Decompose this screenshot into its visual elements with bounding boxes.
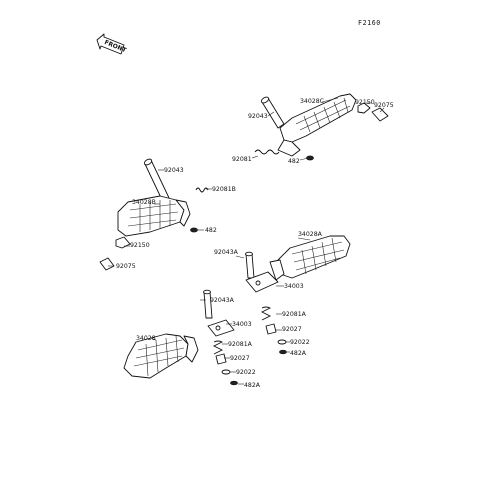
- footpeg-34028b: [117, 195, 191, 237]
- front-arrow-icon: FRONT: [96, 33, 128, 54]
- pin-92043-left: [143, 158, 171, 205]
- label-92150-left: 92150: [130, 242, 150, 249]
- clip-482-left: [190, 227, 198, 233]
- label-92075-left: 92075: [116, 263, 136, 270]
- label-92043-left: 92043: [164, 167, 184, 174]
- label-92150-upper: 92150: [355, 99, 375, 106]
- footpeg-34028a: [269, 235, 351, 281]
- label-482-upper: 482: [288, 158, 300, 165]
- clip-482a-right: [279, 349, 287, 355]
- bracket-34003-right: [245, 271, 279, 293]
- label-34028a: 34028A: [298, 231, 323, 238]
- label-34028c: 34028C: [300, 98, 324, 105]
- clip-482-upper: [306, 155, 314, 161]
- clip-482a-left: [230, 380, 238, 386]
- left-rear-footpeg-group: 92043A 34003 34028 92081A 92027 92022 48…: [123, 289, 261, 389]
- footpeg-34028c: [277, 93, 357, 157]
- washer-92027-left: [215, 353, 227, 365]
- label-92043-upper: 92043: [248, 113, 268, 120]
- right-rear-footpeg-group: 34028A 92043A 34003 92081A 92027 92022 4…: [214, 231, 351, 357]
- pin-92043a-right: [245, 251, 255, 279]
- bolt-92150-left: [115, 236, 131, 249]
- spring-92081a-right: [260, 306, 272, 321]
- cap-92075-left: [99, 257, 115, 271]
- label-92027-right: 92027: [282, 326, 302, 333]
- label-92022-left: 92022: [236, 369, 256, 376]
- label-92081a-left: 92081A: [228, 341, 253, 348]
- label-34028: 34028: [136, 335, 156, 342]
- label-482a-left: 482A: [244, 382, 261, 389]
- bracket-34003-left: [207, 319, 235, 337]
- spring-92081b: [195, 187, 209, 193]
- label-92022-right: 92022: [290, 339, 310, 346]
- right-front-footpeg-group: 34028C 92043 92150 92075 92081 482: [232, 93, 394, 165]
- label-34003-left: 34003: [232, 321, 252, 328]
- label-92075-upper: 92075: [374, 102, 394, 109]
- label-482a-right: 482A: [290, 350, 307, 357]
- pin-92043-upper: [260, 96, 285, 129]
- label-92081a-right: 92081A: [282, 311, 307, 318]
- washer-92027-right: [265, 323, 277, 335]
- label-92081-upper: 92081: [232, 156, 252, 163]
- cap-92075-upper: [371, 107, 389, 122]
- footpeg-34028: [123, 333, 199, 379]
- label-482-left: 482: [205, 227, 217, 234]
- spring-92081a-left: [212, 340, 224, 355]
- washer-92022-left: [221, 369, 231, 375]
- label-92027-left: 92027: [230, 355, 250, 362]
- washer-92022-right: [277, 339, 287, 345]
- label-34028b: 34028B: [132, 199, 156, 206]
- bolt-92150-upper: [357, 102, 371, 114]
- diagram-code: F2160: [358, 19, 381, 27]
- label-92081b: 92081B: [212, 186, 236, 193]
- label-92043a-left: 92043A: [210, 297, 235, 304]
- spring-92081-upper: [254, 149, 280, 155]
- label-34003-right: 34003: [284, 283, 304, 290]
- label-92043a-right: 92043A: [214, 249, 239, 256]
- left-front-footpeg-group: 92043 92081B 34028B 482 92150 92075: [99, 158, 236, 271]
- pin-92043a-left: [203, 289, 213, 319]
